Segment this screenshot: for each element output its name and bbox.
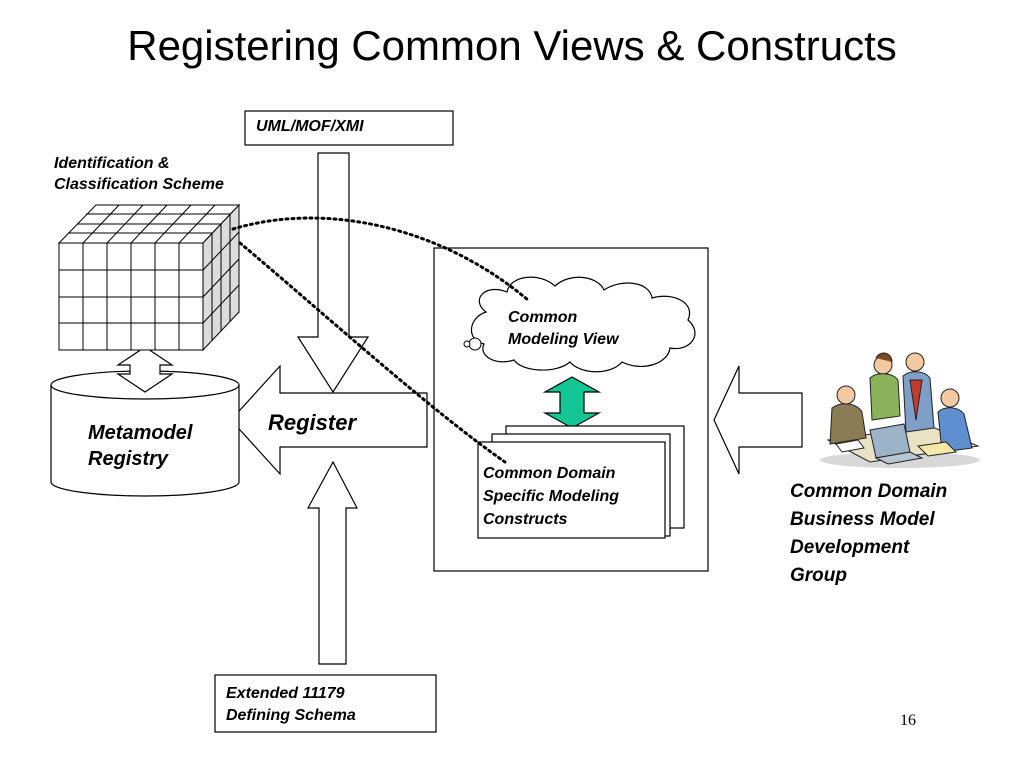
view-label-line-1: Common bbox=[508, 309, 578, 326]
cube-registry-double-arrow bbox=[116, 346, 174, 393]
development-group-label: Common Domain Business Model Development… bbox=[790, 478, 947, 590]
constructs-document-stack bbox=[477, 425, 685, 539]
uml-box bbox=[244, 110, 454, 146]
identification-label-line-1: Identification & bbox=[54, 155, 170, 172]
group-label-line-3: Development bbox=[790, 537, 910, 558]
extended-schema-label: Extended 11179 Defining Schema bbox=[226, 683, 356, 727]
register-arrow bbox=[230, 364, 428, 476]
common-domain-constructs-label: Common Domain Specific Modeling Construc… bbox=[483, 462, 619, 531]
constructs-label-line-2: Specific Modeling bbox=[483, 488, 620, 505]
constructs-label-line-1: Common Domain bbox=[483, 465, 616, 482]
metamodel-registry-label: Metamodel Registry bbox=[88, 420, 192, 472]
identification-label-line-2: Classification Scheme bbox=[54, 176, 224, 193]
common-modeling-view-cloud bbox=[463, 276, 696, 373]
common-modeling-view-label: Common Modeling View bbox=[508, 307, 619, 351]
view-label-line-2: Modeling View bbox=[508, 331, 619, 348]
group-label-line-1: Common Domain bbox=[790, 481, 948, 502]
uml-mof-xmi-label: UML/MOF/XMI bbox=[256, 118, 364, 135]
registry-label-line-1: Metamodel bbox=[88, 422, 193, 444]
registry-label-line-2: Registry bbox=[88, 448, 169, 470]
identification-scheme-label: Identification & Classification Scheme bbox=[54, 153, 224, 195]
constructs-label-line-3: Constructs bbox=[483, 511, 568, 528]
register-label: Register bbox=[268, 410, 357, 435]
group-label-line-4: Group bbox=[790, 565, 847, 586]
group-label-line-2: Business Model bbox=[790, 509, 935, 530]
extended-label-line-1: Extended 11179 bbox=[226, 685, 345, 702]
extended-schema-box bbox=[214, 674, 437, 733]
page-number: 16 bbox=[900, 712, 916, 729]
uml-down-arrow bbox=[296, 152, 370, 394]
dotted-link-view bbox=[231, 216, 530, 302]
business-people-icon bbox=[820, 352, 980, 468]
extended-label-line-2: Defining Schema bbox=[226, 707, 356, 724]
schema-up-arrow bbox=[306, 460, 358, 665]
dotted-link-constructs bbox=[238, 241, 507, 464]
slide-title: Registering Common Views & Constructs bbox=[127, 22, 897, 69]
group-left-arrow bbox=[713, 365, 803, 475]
classification-cube bbox=[57, 203, 241, 352]
